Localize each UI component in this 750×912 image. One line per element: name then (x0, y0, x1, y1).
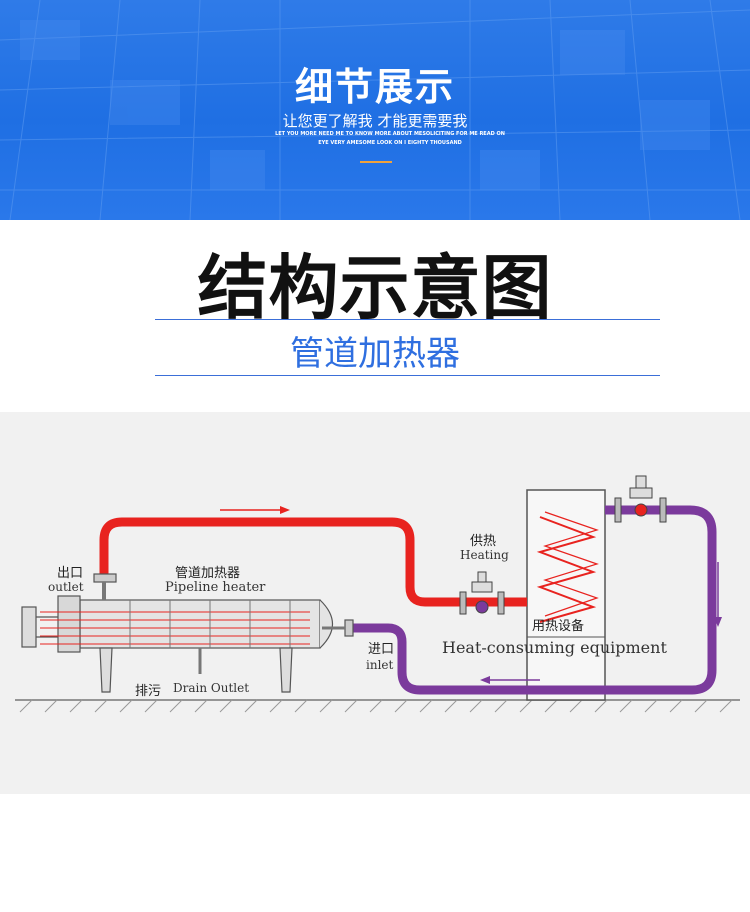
heat-consuming-equipment (526, 489, 606, 701)
flow-arrow-bottom (480, 676, 540, 684)
banner-accent-line (360, 161, 392, 163)
heating-label-en: Heating (460, 548, 509, 562)
outlet-label-en: outlet (48, 580, 84, 594)
banner-subtitle: 让您更了解我 才能更需要我 (282, 112, 468, 130)
section-subtitle: 管道加热器 (290, 334, 460, 374)
inlet-label-cn: 进口 (368, 642, 395, 657)
inlet-label-en: inlet (366, 658, 394, 672)
heater-label-cn: 管道加热器 (175, 566, 241, 581)
hot-supply-pipe (99, 517, 527, 607)
flow-arrow-right (714, 562, 722, 627)
heating-label-cn: 供热 (470, 534, 497, 549)
return-valve (614, 475, 667, 523)
header-banner: 细节展示 让您更了解我 才能更需要我 LET YOU MORE NEED ME … (0, 0, 750, 220)
structure-diagram: 出口 outlet 管道加热器 Pipeline heater 排污 Drain… (0, 412, 750, 794)
banner-english-text: LET YOU MORE NEED ME TO KNOW MORE ABOUT … (275, 131, 505, 146)
return-pipe (352, 505, 717, 695)
drain-label-cn: 排污 (135, 684, 162, 699)
diagram-drawing (15, 475, 740, 713)
ground-line (15, 699, 740, 713)
supply-valve (459, 571, 505, 615)
outlet-label-cn: 出口 (57, 566, 84, 581)
flow-arrow-top (220, 506, 290, 514)
heater-label-en: Pipeline heater (165, 580, 266, 595)
drain-label-en: Drain Outlet (173, 681, 250, 695)
pipeline-heater (21, 573, 354, 693)
banner-title: 细节展示 (294, 64, 455, 109)
banner-grid-pattern (0, 0, 750, 220)
title-divider-bottom (155, 375, 660, 376)
equipment-label-cn: 用热设备 (532, 619, 585, 634)
title-divider-top (155, 319, 660, 320)
equipment-label-en: Heat-consuming equipment (442, 638, 667, 657)
section-title: 结构示意图 (197, 246, 553, 329)
